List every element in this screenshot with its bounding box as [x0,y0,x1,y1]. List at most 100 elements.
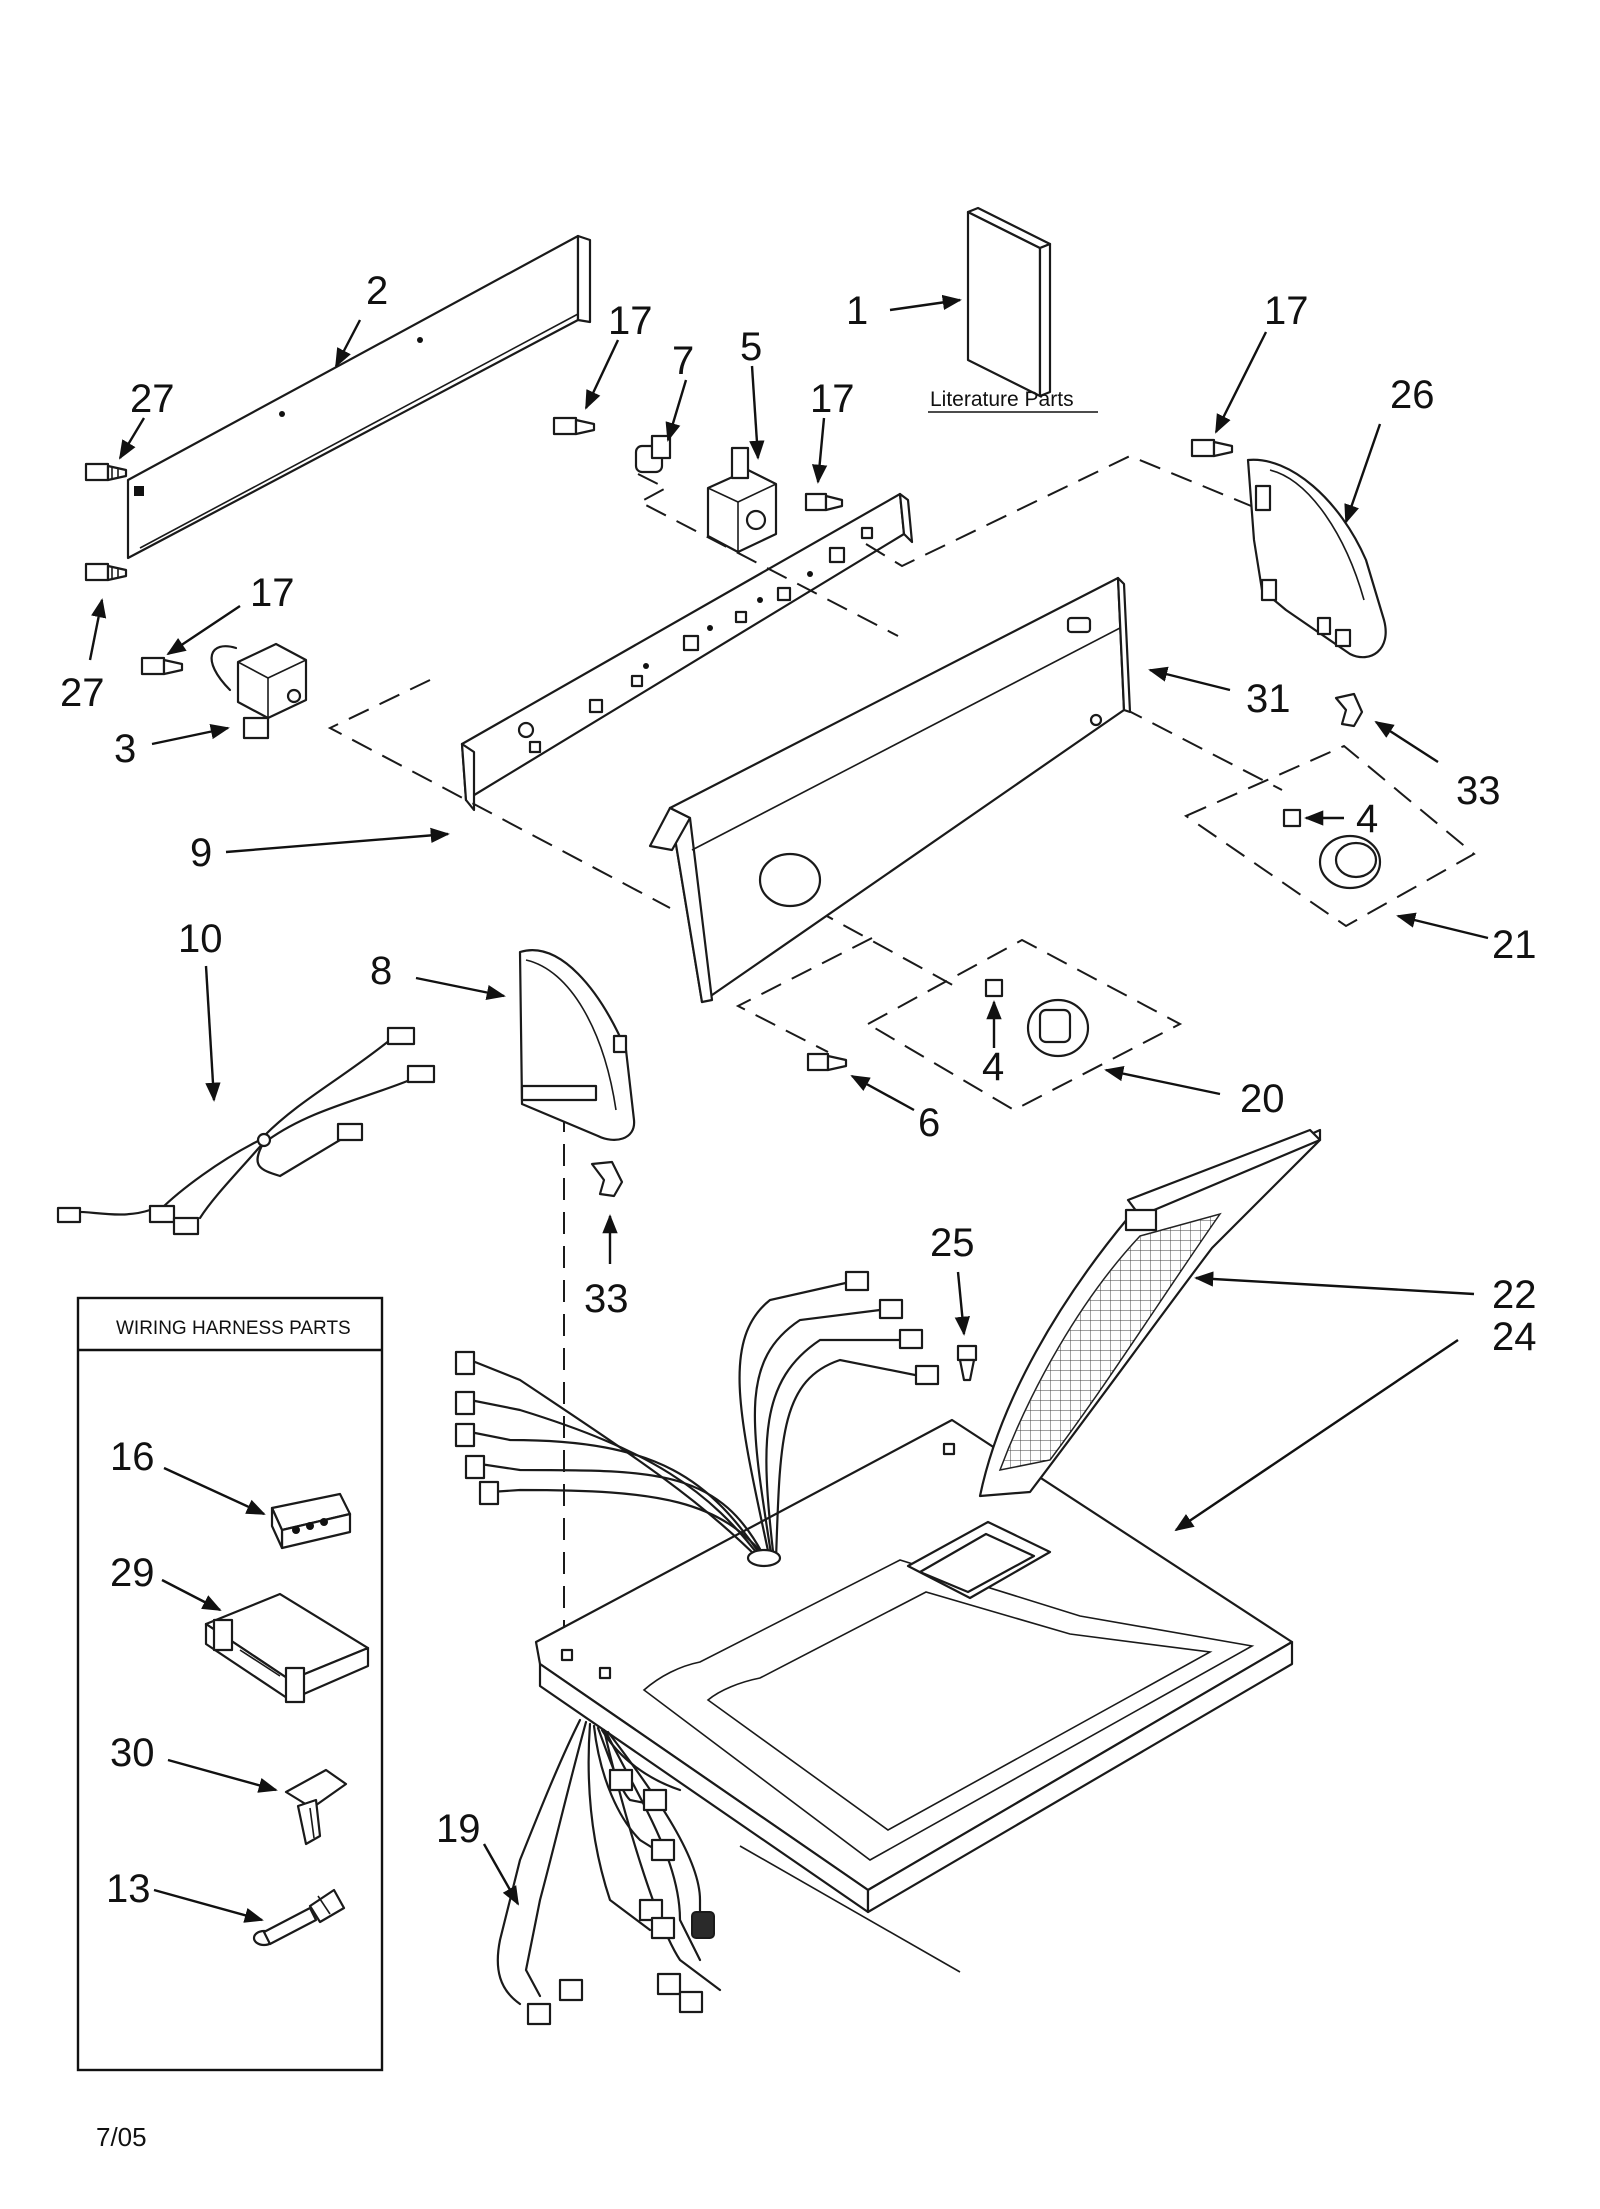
callout-27-bottom: 27 [60,671,105,715]
connector-16 [270,1492,352,1550]
arrow-19 [482,1843,520,1906]
screw-17-b [804,492,844,512]
arrow-10 [204,965,221,1102]
arrow-9 [225,827,450,854]
arrow-2 [334,319,362,368]
callout-30: 30 [110,1731,155,1775]
callout-8: 8 [370,949,392,993]
arrow-27b [88,598,107,661]
lint-chute-22 [978,1128,1322,1498]
literature-label: Literature Parts [930,388,1074,411]
console-panel-31 [648,576,1132,1004]
arrow-29 [161,1578,222,1612]
callout-13: 13 [106,1867,151,1911]
arrow-3 [151,724,230,746]
knob-20-box [865,938,1183,1112]
callout-19: 19 [436,1807,481,1851]
callout-21: 21 [1492,923,1537,967]
arrow-27a [118,417,146,460]
arrow-25 [954,1271,970,1336]
bracket-7 [634,434,672,474]
callout-33-lower: 33 [584,1277,629,1321]
callout-33-upper: 33 [1456,769,1501,813]
screw-25 [956,1344,978,1382]
arrow-7 [665,379,688,442]
knob-20 [984,978,1090,1058]
callout-4-upper: 4 [1356,797,1378,841]
arrow-17d [1214,331,1268,434]
arrow-17b [811,417,828,484]
callout-24: 24 [1492,1315,1537,1359]
clip-33-lower [590,1160,624,1198]
harness-19 [496,1718,722,2026]
callout-17-d: 17 [1264,289,1309,333]
date-code: 7/05 [96,2122,147,2152]
arrow-6 [850,1074,915,1112]
callout-3: 3 [114,727,136,771]
arrow-31 [1148,666,1231,692]
arrow-8 [415,976,506,1001]
arrow-17a [584,339,620,410]
knob-21-box [1183,744,1476,928]
knob-21 [1282,808,1382,890]
arrow-5 [749,365,765,460]
arrow-30 [167,1758,278,1793]
literature-booklet [966,206,1052,398]
control-3 [210,642,308,740]
top-panel-24 [534,1418,1294,1973]
callout-26: 26 [1390,373,1435,417]
arrow-17c [166,605,241,656]
callout-27-top: 27 [130,377,175,421]
terminal-13 [252,1888,346,1947]
connector-29 [204,1592,370,1704]
harness-upper [454,1270,940,1568]
callout-5: 5 [740,325,762,369]
callout-10: 10 [178,917,223,961]
screw-27-bottom [84,562,128,582]
screw-17-c [140,656,184,676]
arrow-24 [1174,1339,1459,1532]
callout-2: 2 [366,269,388,313]
arrow-16 [163,1466,266,1516]
end-cap-26 [1246,458,1387,659]
console-bracket-9 [460,492,914,812]
wiring-harness-title: WIRING HARNESS PARTS [116,1318,351,1339]
screw-17-a [552,416,596,436]
arrow-26 [1344,423,1382,524]
align-line-6 [735,937,873,1053]
callout-31: 31 [1246,677,1291,721]
end-cap-8 [518,949,636,1141]
arrow-13 [153,1888,264,1923]
wire-harness-10 [56,1026,436,1236]
callout-9: 9 [190,831,212,875]
screw-17-d [1190,438,1234,458]
callout-4-lower: 4 [982,1045,1004,1089]
screw-27-top [84,462,128,482]
callout-22: 22 [1492,1273,1537,1317]
callout-7: 7 [672,339,694,383]
align-line-26 [865,454,1257,568]
callout-20: 20 [1240,1077,1285,1121]
arrow-33a [1374,720,1439,764]
callout-6: 6 [918,1101,940,1145]
switch-5 [706,446,778,554]
callout-17-b: 17 [810,377,855,421]
wiring-harness-parts-box [76,1296,384,2072]
screw-6 [806,1052,848,1072]
terminal-30 [284,1768,348,1846]
callout-16: 16 [110,1435,155,1479]
arrow-21 [1396,912,1489,940]
align-line-3 [327,679,671,909]
arrow-20 [1104,1066,1221,1096]
arrow-22 [1194,1271,1475,1296]
rear-panel [126,234,592,560]
callout-17-c: 17 [250,571,295,615]
clip-33-upper [1334,692,1364,728]
align-line-7 [637,473,899,637]
arrow-1 [889,294,962,312]
callout-1: 1 [846,289,868,333]
callout-17-a: 17 [608,299,653,343]
callout-29: 29 [110,1551,155,1595]
callout-25: 25 [930,1221,975,1265]
